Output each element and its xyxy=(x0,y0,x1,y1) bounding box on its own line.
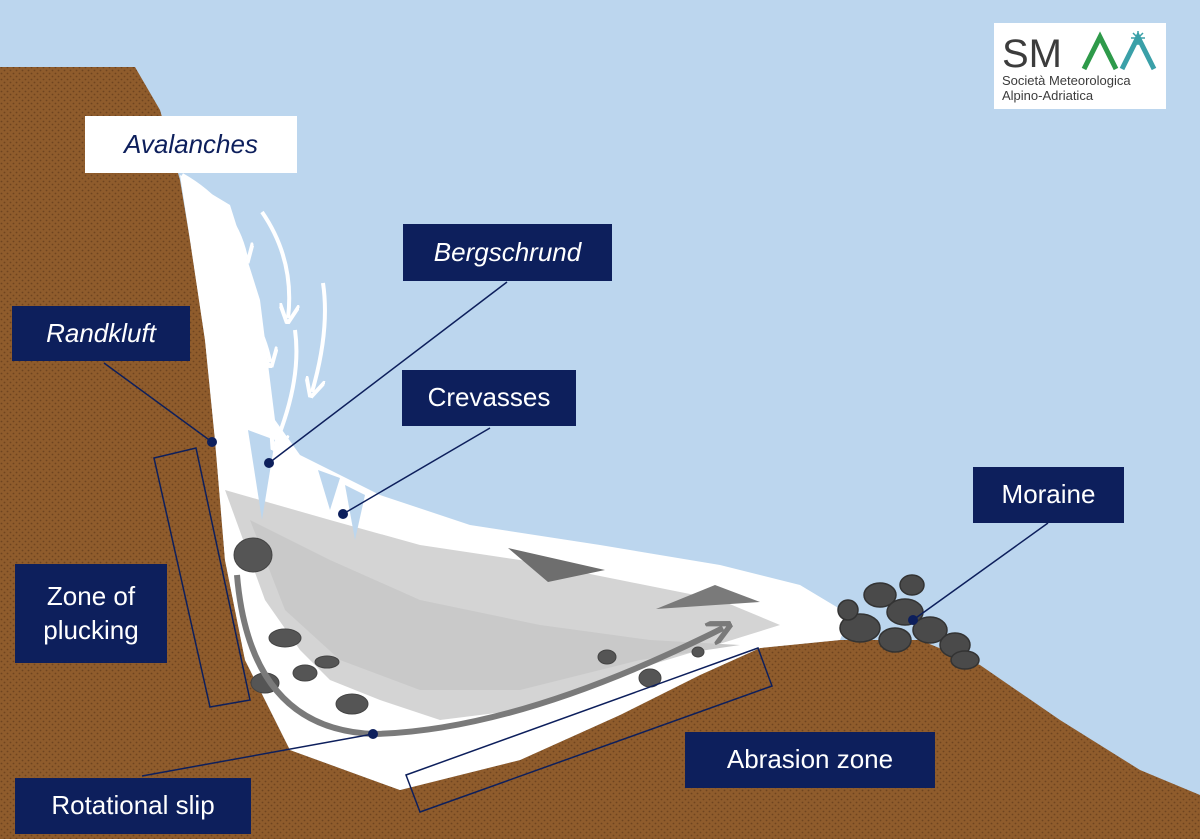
smaa-logo-mark: SM xyxy=(1000,29,1160,73)
svg-text:SM: SM xyxy=(1002,32,1062,73)
logo-line1: Società Meteorologica xyxy=(1002,73,1160,88)
moraine-label: Moraine xyxy=(973,467,1124,523)
snowflake-icon xyxy=(1131,31,1145,45)
crevasses-label: Crevasses xyxy=(402,370,576,426)
rotational-slip-label: Rotational slip xyxy=(15,778,251,834)
logo-line2: Alpino-Adriatica xyxy=(1002,88,1160,103)
smaa-logo: SM Società Meteorologica Alpino-Adriatic… xyxy=(994,23,1166,109)
abrasion-zone-label: Abrasion zone xyxy=(685,732,935,788)
zone-of-plucking-label: Zone of plucking xyxy=(15,564,167,663)
randkluft-label: Randkluft xyxy=(12,306,190,361)
bergschrund-label: Bergschrund xyxy=(403,224,612,281)
avalanches-label: Avalanches xyxy=(85,116,297,173)
